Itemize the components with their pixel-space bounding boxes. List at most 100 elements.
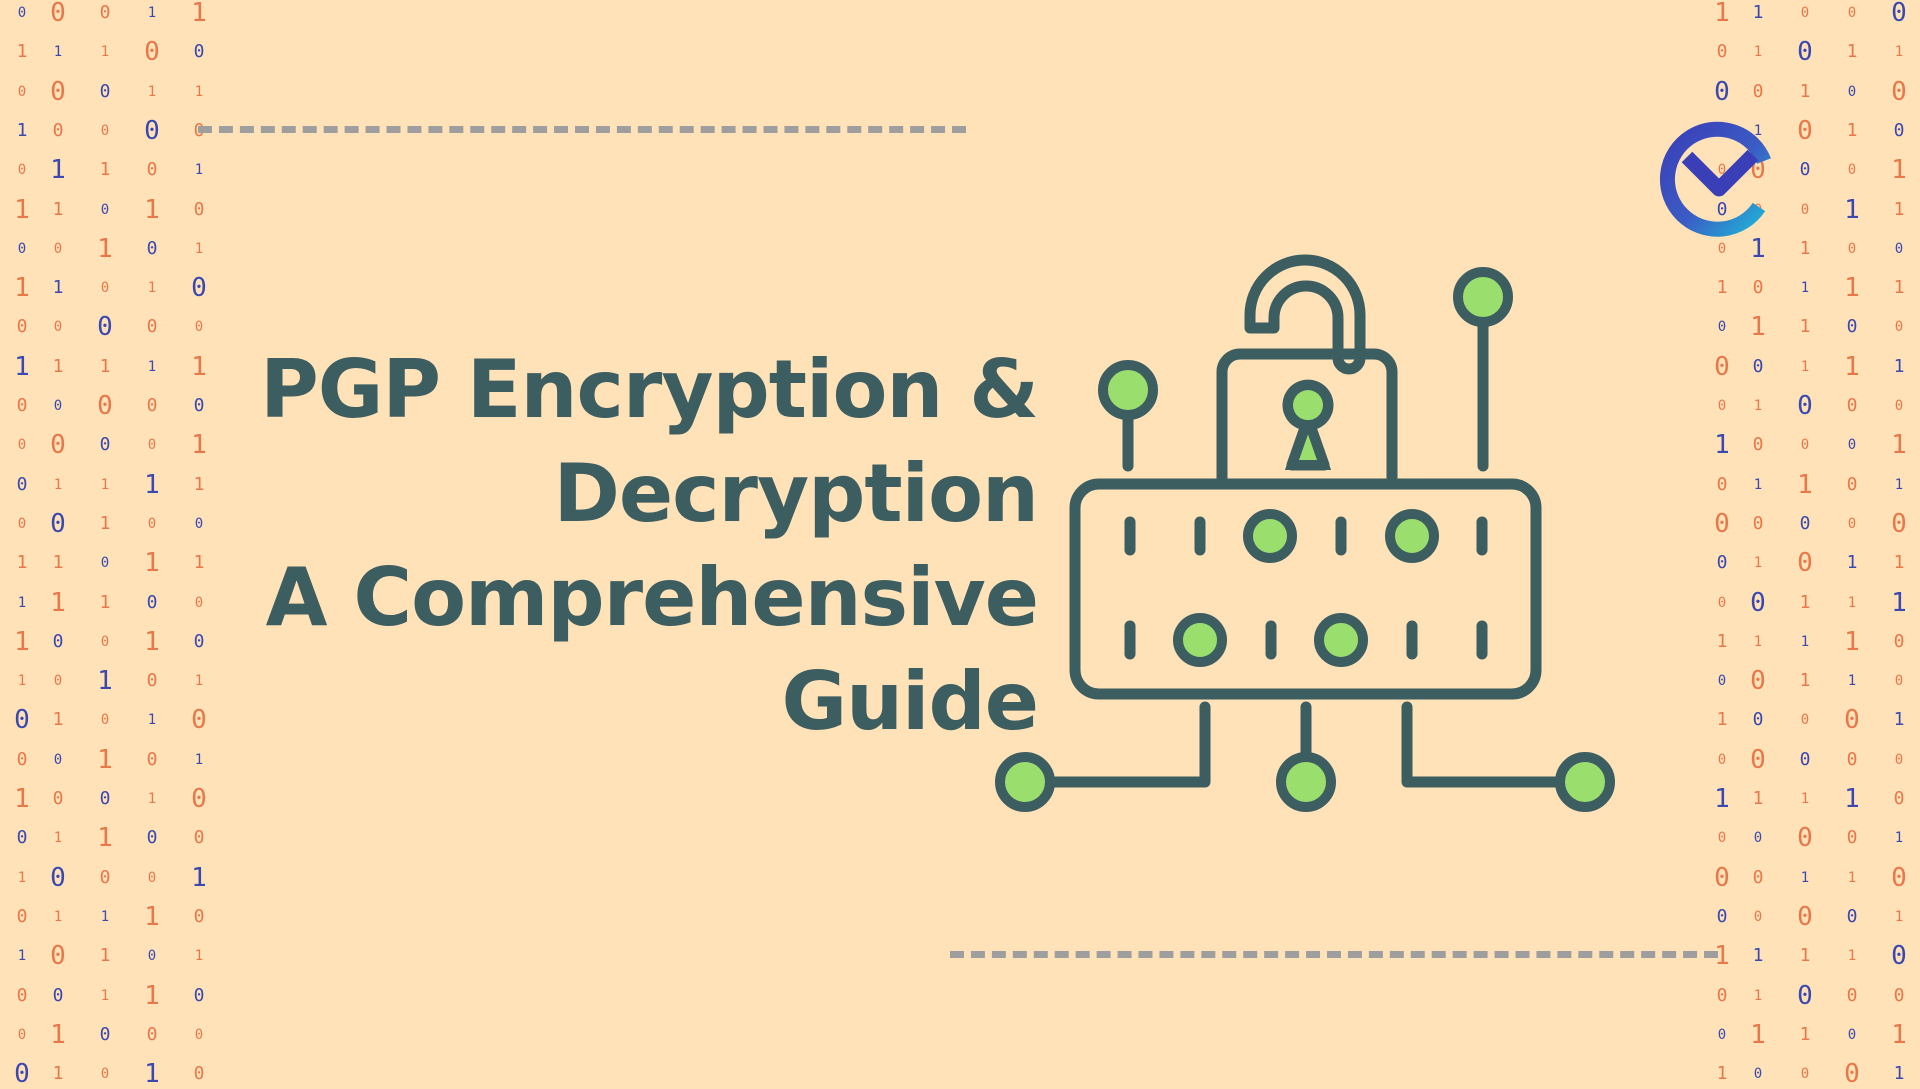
- binary-digit: 0: [193, 905, 205, 927]
- binary-digit: 0: [146, 827, 158, 849]
- binary-digit: 0: [1846, 395, 1858, 416]
- binary-digit: 0: [1752, 355, 1764, 377]
- binary-digit: 0: [1750, 744, 1766, 775]
- binary-digit: 1: [144, 469, 160, 500]
- binary-digit: 0: [191, 705, 207, 736]
- binary-digit: 0: [1716, 552, 1728, 574]
- binary-digit: 0: [144, 115, 160, 146]
- binary-digit: 0: [50, 508, 66, 539]
- binary-digit: 0: [1893, 788, 1905, 809]
- binary-digit: 0: [99, 866, 111, 888]
- binary-digit: 1: [97, 233, 113, 264]
- binary-digit: 0: [193, 395, 205, 416]
- page-title: PGP Encryption & Decryption A Comprehens…: [260, 338, 1039, 754]
- binary-digit: 1: [1753, 555, 1763, 572]
- binary-digit: 1: [1752, 788, 1764, 809]
- binary-digit: 0: [1797, 115, 1813, 146]
- binary-digit: 0: [50, 941, 66, 972]
- binary-digit: 1: [194, 673, 204, 690]
- binary-digit: 0: [1717, 751, 1727, 768]
- binary-digit: 1: [17, 594, 27, 611]
- binary-digit: 0: [16, 984, 28, 1006]
- binary-digit: 0: [1893, 119, 1905, 141]
- binary-digit: 1: [1846, 41, 1858, 63]
- binary-digit: 0: [194, 1026, 204, 1043]
- binary-digit: 0: [1717, 1026, 1727, 1043]
- binary-digit: 0: [1891, 508, 1907, 539]
- binary-digit: 0: [193, 41, 205, 63]
- binary-digit: 0: [193, 827, 205, 849]
- binary-digit: 1: [144, 901, 160, 932]
- binary-digit: 0: [1847, 162, 1857, 179]
- binary-digit: 0: [1752, 80, 1764, 102]
- binary-digit: 1: [1846, 119, 1858, 141]
- binary-digit: 1: [194, 83, 204, 100]
- binary-digit: 0: [17, 162, 27, 179]
- title-line-1: PGP Encryption &: [260, 343, 1039, 436]
- binary-digit: 0: [194, 319, 204, 336]
- binary-digit: 0: [146, 1023, 158, 1045]
- binary-digit: 0: [1716, 41, 1728, 63]
- binary-digit: 1: [1750, 233, 1766, 264]
- binary-digit: 1: [1800, 791, 1810, 807]
- binary-digit: 1: [17, 948, 27, 965]
- binary-digit: 1: [1799, 1023, 1811, 1045]
- binary-digit: 1: [144, 980, 160, 1011]
- binary-digit: 0: [99, 434, 111, 456]
- binary-digit: 0: [147, 515, 157, 532]
- binary-digit: 1: [1894, 830, 1904, 847]
- binary-digit: 1: [1714, 430, 1730, 461]
- binary-digit: 0: [1800, 201, 1810, 218]
- binary-digit: 1: [97, 666, 113, 697]
- binary-digit: 0: [1717, 162, 1727, 179]
- binary-digit: 0: [1844, 1059, 1860, 1089]
- binary-digit: 1: [193, 473, 205, 495]
- binary-digit: 0: [1717, 240, 1727, 257]
- binary-digit: 1: [14, 194, 30, 225]
- binary-digit: 0: [17, 437, 27, 454]
- binary-digit: 0: [14, 1059, 30, 1089]
- binary-digit: 0: [16, 748, 28, 770]
- binary-digit: 0: [100, 555, 110, 572]
- binary-digit: 1: [16, 552, 28, 574]
- binary-digit: 0: [191, 784, 207, 814]
- binary-digit: 1: [1893, 552, 1905, 574]
- binary-digit: 0: [146, 316, 158, 338]
- binary-digit: 1: [17, 673, 27, 690]
- binary-digit: 1: [194, 240, 204, 257]
- binary-digit: 0: [100, 201, 110, 218]
- binary-digit: 0: [191, 273, 207, 304]
- binary-digit: 0: [17, 1026, 27, 1043]
- binary-digit: 1: [1753, 476, 1763, 493]
- binary-digit: 0: [53, 751, 63, 768]
- binary-digit: 0: [99, 2, 111, 23]
- binary-digit: 0: [1799, 159, 1811, 181]
- binary-digit: 0: [1752, 709, 1764, 731]
- binary-digit: 0: [1753, 1066, 1763, 1083]
- binary-digit: 0: [17, 5, 27, 21]
- binary-digit: 0: [193, 1063, 205, 1085]
- binary-digit: 1: [97, 823, 113, 854]
- binary-digit: 0: [100, 1066, 110, 1083]
- binary-digit: 1: [1714, 941, 1730, 972]
- binary-digit: 0: [17, 240, 27, 257]
- binary-digit: 0: [53, 240, 63, 257]
- brand-logo-m-icon: [1659, 121, 1771, 237]
- binary-digit: 1: [1799, 316, 1811, 338]
- binary-digit: 0: [50, 430, 66, 461]
- binary-digit: 0: [147, 948, 157, 965]
- binary-digit: 1: [1799, 670, 1811, 692]
- binary-digit: 1: [1752, 945, 1764, 967]
- binary-digit: 0: [1846, 316, 1858, 338]
- binary-digit: 1: [1799, 945, 1811, 967]
- binary-digit: 0: [1714, 508, 1730, 539]
- binary-digit: 1: [1893, 709, 1905, 731]
- binary-digit: 0: [52, 630, 64, 652]
- binary-digit: 0: [193, 198, 205, 220]
- binary-digit: 1: [52, 1063, 64, 1085]
- binary-digit: 1: [53, 908, 63, 925]
- binary-digit: 1: [1797, 469, 1813, 500]
- binary-digit: 0: [1891, 862, 1907, 893]
- binary-digit: 0: [146, 670, 158, 692]
- binary-digit: 0: [1714, 351, 1730, 382]
